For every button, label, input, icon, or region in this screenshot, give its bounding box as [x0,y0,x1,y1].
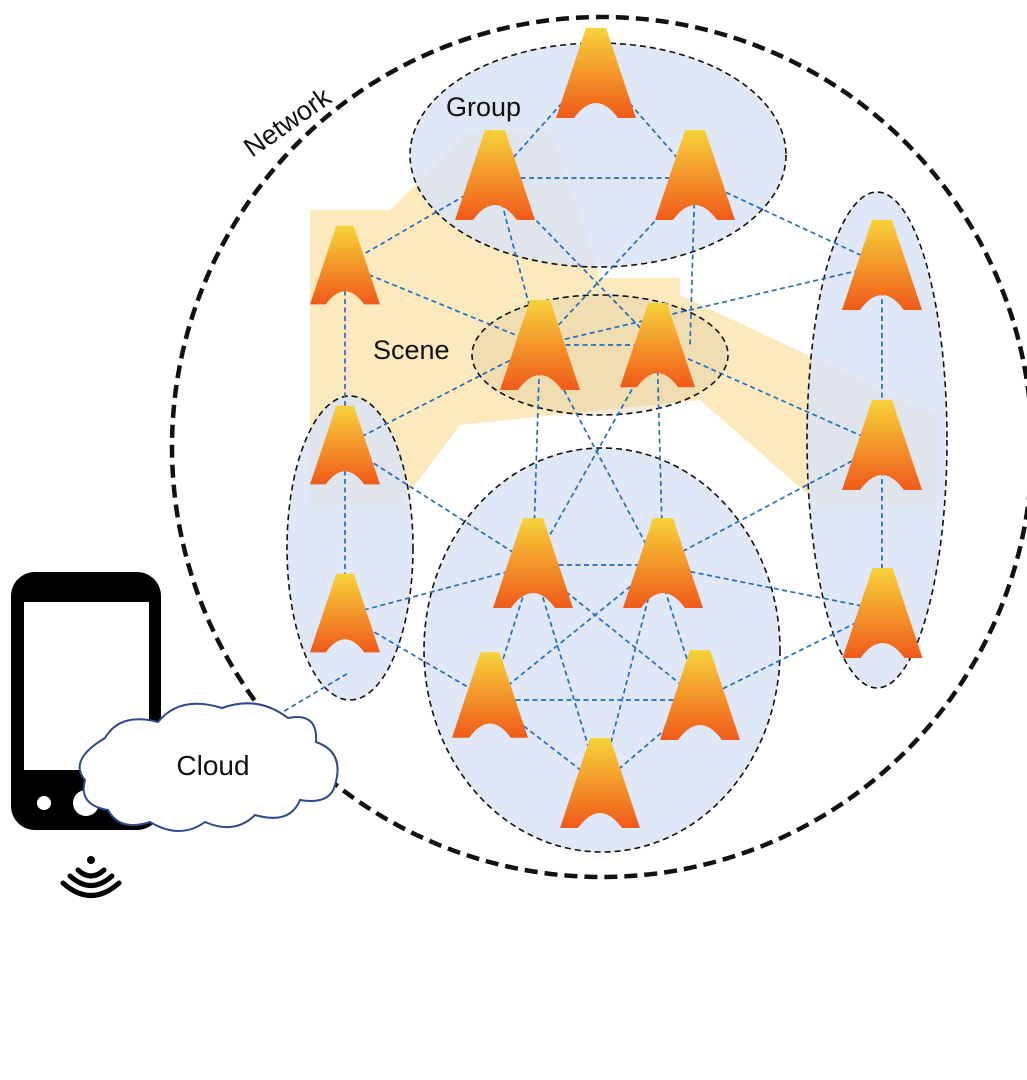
link [539,344,658,566]
link [656,564,883,611]
link [344,444,534,566]
link [489,699,601,786]
link [344,564,534,616]
link [656,344,883,446]
link [344,344,541,446]
cloud-label: Cloud [176,750,249,781]
link [689,177,696,346]
group-ellipses [286,42,948,853]
network-boundary [169,14,1027,880]
link [489,564,658,701]
wireless-signal-icon [60,856,122,898]
link [489,564,534,701]
scene-label: Scene [373,335,450,365]
link [344,264,541,346]
cloud-icon[interactable]: Cloud [78,702,339,832]
link [656,444,883,566]
link [656,564,701,701]
group-label: Group [446,92,521,122]
link [539,264,883,346]
scene-ellipse [471,294,729,416]
link [694,177,883,266]
